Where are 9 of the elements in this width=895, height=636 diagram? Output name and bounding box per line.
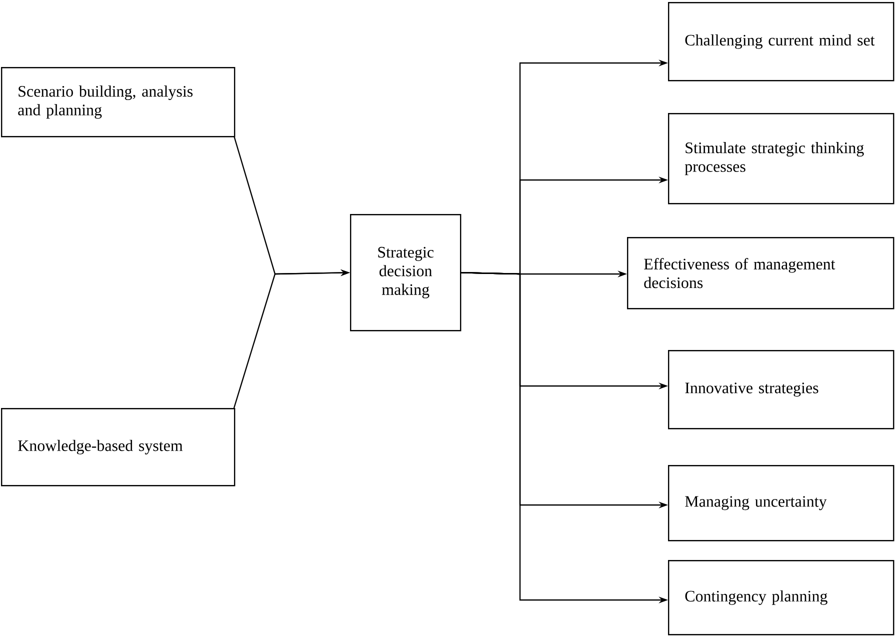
process-box: Knowledge-based system bbox=[1, 408, 236, 486]
process-box: Scenario building, analysis and planning bbox=[1, 67, 236, 138]
process-box: Strategic decision making bbox=[350, 214, 462, 332]
process-box: Contingency planning bbox=[668, 560, 894, 636]
process-box: Managing uncertainty bbox=[668, 465, 894, 542]
process-box: Effectiveness of management decisions bbox=[627, 237, 894, 310]
process-box: Challenging current mind set bbox=[668, 2, 894, 82]
process-box: Innovative strategies bbox=[668, 350, 894, 430]
process-box: Stimulate strategic thinking processes bbox=[668, 113, 894, 204]
